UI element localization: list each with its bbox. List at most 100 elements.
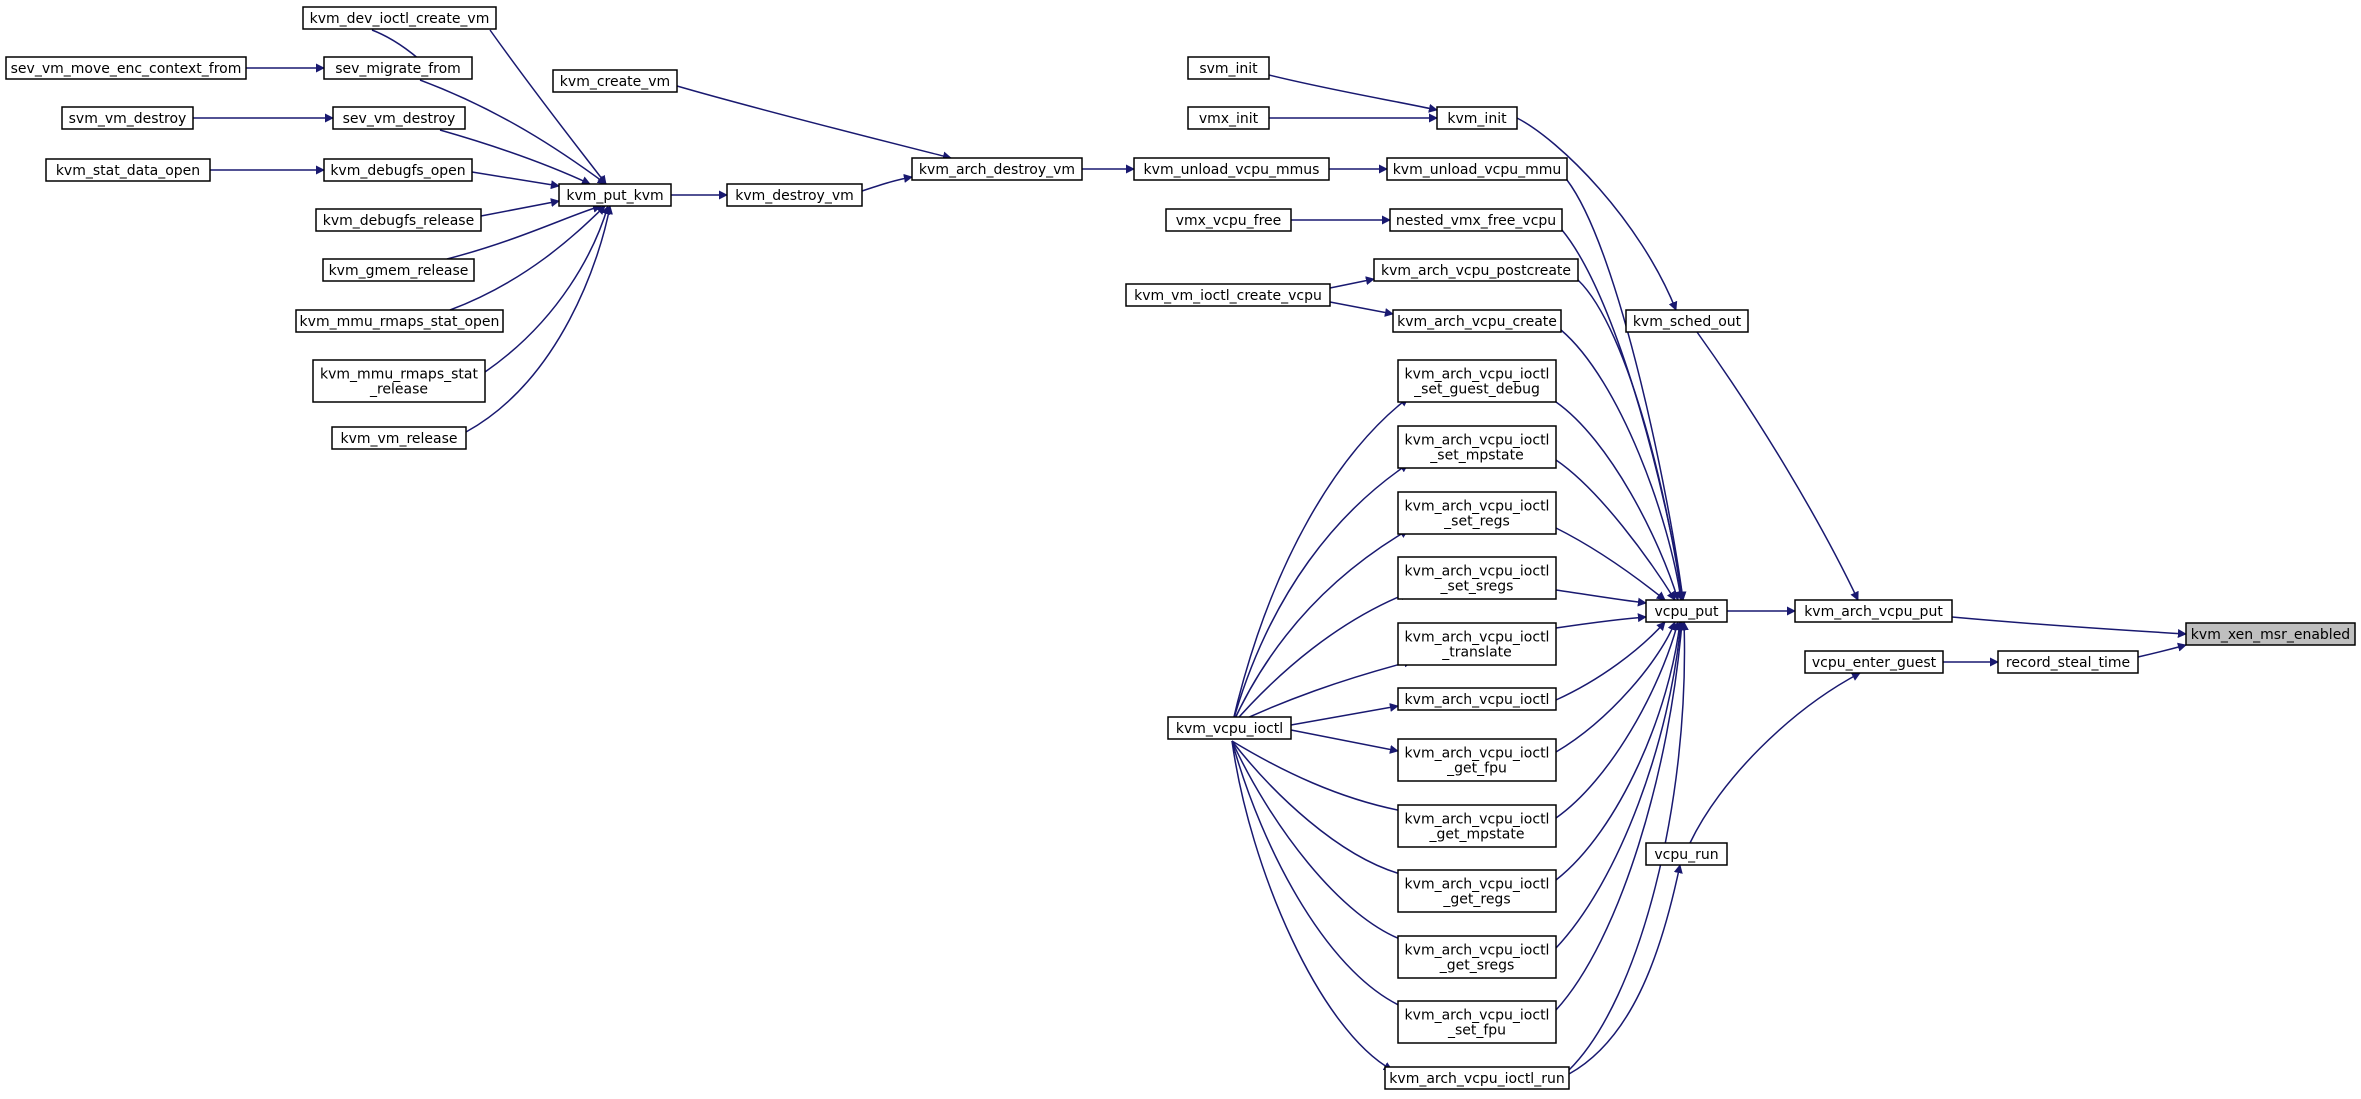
- node-box: [1397, 425, 1557, 469]
- node-kvm_mmu_rmaps_stat_release[interactable]: kvm_mmu_rmaps_stat_release: [312, 359, 486, 403]
- node-ioctl_set_sregs[interactable]: kvm_arch_vcpu_ioctl_set_sregs: [1397, 556, 1557, 600]
- edge-kvm_vcpu_ioctl-to-ioctl_get_sregs: [1231, 740, 1409, 944]
- node-box: [61, 106, 194, 130]
- node-vmx_init[interactable]: vmx_init: [1187, 106, 1270, 130]
- node-ioctl_set_regs[interactable]: kvm_arch_vcpu_ioctl_set_regs: [1397, 491, 1557, 535]
- node-box: [1397, 738, 1557, 782]
- node-box: [332, 106, 466, 130]
- node-label: kvm_mmu_rmaps_stat: [320, 367, 478, 383]
- node-kvm_unload_vcpu_mmu[interactable]: kvm_unload_vcpu_mmu: [1386, 157, 1568, 181]
- edge-kvm_arch_vcpu_ioctl_run-to-vcpu_put: [1568, 621, 1689, 1071]
- node-ioctl_set_fpu[interactable]: kvm_arch_vcpu_ioctl_set_fpu: [1397, 1000, 1557, 1044]
- node-kvm_destroy_vm[interactable]: kvm_destroy_vm: [726, 183, 863, 207]
- node-ioctl_translate[interactable]: kvm_arch_vcpu_ioctl_translate: [1397, 622, 1557, 666]
- edge-kvm_arch_vcpu_put-to-kvm_xen_msr_enabled: [1951, 616, 2187, 639]
- node-box: [1165, 208, 1292, 232]
- node-box: [1373, 258, 1579, 282]
- node-ioctl_get_regs[interactable]: kvm_arch_vcpu_ioctl_get_regs: [1397, 869, 1557, 913]
- node-label: _set_guest_debug: [1413, 382, 1540, 398]
- node-vcpu_run[interactable]: vcpu_run: [1645, 842, 1728, 866]
- node-kvm_create_vm[interactable]: kvm_create_vm: [552, 69, 678, 93]
- node-sev_migrate_from[interactable]: sev_migrate_from: [323, 56, 473, 80]
- node-record_steal_time[interactable]: record_steal_time: [1997, 650, 2139, 674]
- node-box: [1386, 157, 1568, 181]
- node-kvm_vm_release[interactable]: kvm_vm_release: [331, 426, 467, 450]
- node-kvm_debugfs_open[interactable]: kvm_debugfs_open: [323, 158, 473, 182]
- node-box: [558, 183, 672, 207]
- node-kvm_unload_vcpu_mmus[interactable]: kvm_unload_vcpu_mmus: [1133, 157, 1330, 181]
- node-sev_vm_move_enc_context_from[interactable]: sev_vm_move_enc_context_from: [5, 56, 247, 80]
- edge-kvm_unload_vcpu_mmu-to-vcpu_put: [1566, 179, 1687, 601]
- node-label: kvm_arch_vcpu_ioctl_run: [1389, 1071, 1564, 1087]
- edge-kvm_arch_vcpu_create-to-vcpu_put: [1560, 329, 1685, 601]
- node-kvm_debugfs_release[interactable]: kvm_debugfs_release: [315, 208, 482, 232]
- edge-kvm_vcpu_ioctl-to-ioctl_set_regs: [1231, 529, 1409, 726]
- node-box: [295, 309, 504, 333]
- node-label: kvm_arch_vcpu_ioctl: [1405, 746, 1550, 762]
- node-vcpu_put[interactable]: vcpu_put: [1645, 599, 1728, 623]
- edge-ioctl_set_fpu-to-vcpu_put: [1555, 621, 1686, 1011]
- node-label: kvm_arch_vcpu_ioctl: [1405, 812, 1550, 828]
- node-kvm_sched_out[interactable]: kvm_sched_out: [1625, 309, 1749, 333]
- node-kvm_xen_msr_enabled[interactable]: kvm_xen_msr_enabled: [2185, 622, 2356, 646]
- node-kvm_arch_destroy_vm[interactable]: kvm_arch_destroy_vm: [911, 157, 1083, 181]
- edge-kvm_vm_ioctl_create_vcpu-to-kvm_arch_vcpu_create: [1329, 301, 1394, 317]
- node-label: _translate: [1441, 645, 1512, 661]
- node-box: [1804, 650, 1944, 674]
- node-box: [1397, 556, 1557, 600]
- edge-ioctl_set_regs-to-vcpu_put: [1555, 527, 1666, 601]
- edge-kvm_vcpu_ioctl-to-ioctl_get_fpu: [1290, 729, 1399, 754]
- edge-kvm_gmem_release-to-kvm_put_kvm: [446, 203, 602, 260]
- node-label: kvm_arch_vcpu_put: [1804, 604, 1943, 620]
- node-box: [2185, 622, 2356, 646]
- node-ioctl_get_mpstate[interactable]: kvm_arch_vcpu_ioctl_get_mpstate: [1397, 804, 1557, 848]
- node-box: [5, 56, 247, 80]
- node-label: kvm_unload_vcpu_mmu: [1393, 162, 1562, 178]
- node-nested_vmx_free_vcpu[interactable]: nested_vmx_free_vcpu: [1389, 208, 1563, 232]
- node-label: kvm_arch_vcpu_postcreate: [1381, 263, 1571, 279]
- edge-svm_init-to-kvm_init: [1268, 74, 1438, 113]
- node-kvm_dev_ioctl_create_vm[interactable]: kvm_dev_ioctl_create_vm: [302, 6, 497, 30]
- edge-kvm_arch_vcpu_postcreate-to-vcpu_put: [1577, 279, 1686, 601]
- node-label: kvm_debugfs_release: [323, 213, 474, 229]
- node-ioctl_set_guest_debug[interactable]: kvm_arch_vcpu_ioctl_set_guest_debug: [1397, 359, 1557, 403]
- node-box: [1436, 106, 1518, 130]
- node-box: [1625, 309, 1749, 333]
- node-sev_vm_destroy[interactable]: sev_vm_destroy: [332, 106, 466, 130]
- edge-ioctl_translate-to-vcpu_put: [1555, 613, 1647, 629]
- node-kvm_arch_vcpu_create[interactable]: kvm_arch_vcpu_create: [1392, 309, 1562, 333]
- node-kvm_arch_vcpu_ioctl_run[interactable]: kvm_arch_vcpu_ioctl_run: [1384, 1066, 1570, 1090]
- node-kvm_put_kvm[interactable]: kvm_put_kvm: [558, 183, 672, 207]
- edge-kvm_arch_vcpu_ioctl-to-vcpu_put: [1555, 621, 1666, 701]
- node-kvm_vm_ioctl_create_vcpu[interactable]: kvm_vm_ioctl_create_vcpu: [1125, 283, 1331, 307]
- node-box: [331, 426, 467, 450]
- node-box: [1384, 1066, 1570, 1090]
- node-ioctl_get_fpu[interactable]: kvm_arch_vcpu_ioctl_get_fpu: [1397, 738, 1557, 782]
- node-label: sev_vm_destroy: [343, 111, 456, 127]
- node-vmx_vcpu_free[interactable]: vmx_vcpu_free: [1165, 208, 1292, 232]
- node-vcpu_enter_guest[interactable]: vcpu_enter_guest: [1804, 650, 1944, 674]
- node-kvm_arch_vcpu_put[interactable]: kvm_arch_vcpu_put: [1794, 599, 1953, 623]
- node-label: kvm_vm_ioctl_create_vcpu: [1134, 288, 1322, 304]
- edge-ioctl_get_regs-to-vcpu_put: [1555, 621, 1684, 881]
- node-kvm_arch_vcpu_ioctl[interactable]: kvm_arch_vcpu_ioctl: [1397, 687, 1557, 711]
- node-kvm_mmu_rmaps_stat_open[interactable]: kvm_mmu_rmaps_stat_open: [295, 309, 504, 333]
- node-kvm_stat_data_open[interactable]: kvm_stat_data_open: [45, 158, 211, 182]
- node-svm_vm_destroy[interactable]: svm_vm_destroy: [61, 106, 194, 130]
- node-label: kvm_sched_out: [1633, 314, 1742, 330]
- node-label: record_steal_time: [2006, 655, 2130, 671]
- node-label: sev_migrate_from: [335, 61, 461, 77]
- node-ioctl_get_sregs[interactable]: kvm_arch_vcpu_ioctl_get_sregs: [1397, 935, 1557, 979]
- node-kvm_vcpu_ioctl[interactable]: kvm_vcpu_ioctl: [1167, 716, 1292, 740]
- node-ioctl_set_mpstate[interactable]: kvm_arch_vcpu_ioctl_set_mpstate: [1397, 425, 1557, 469]
- edge-ioctl_get_sregs-to-vcpu_put: [1555, 621, 1685, 949]
- node-svm_init[interactable]: svm_init: [1187, 56, 1270, 80]
- node-label: vcpu_run: [1654, 847, 1718, 863]
- node-box: [1397, 491, 1557, 535]
- edge-kvm_debugfs_open-to-kvm_put_kvm: [471, 171, 560, 190]
- node-box: [45, 158, 211, 182]
- node-kvm_gmem_release[interactable]: kvm_gmem_release: [322, 258, 475, 282]
- node-kvm_arch_vcpu_postcreate[interactable]: kvm_arch_vcpu_postcreate: [1373, 258, 1579, 282]
- node-kvm_init[interactable]: kvm_init: [1436, 106, 1518, 130]
